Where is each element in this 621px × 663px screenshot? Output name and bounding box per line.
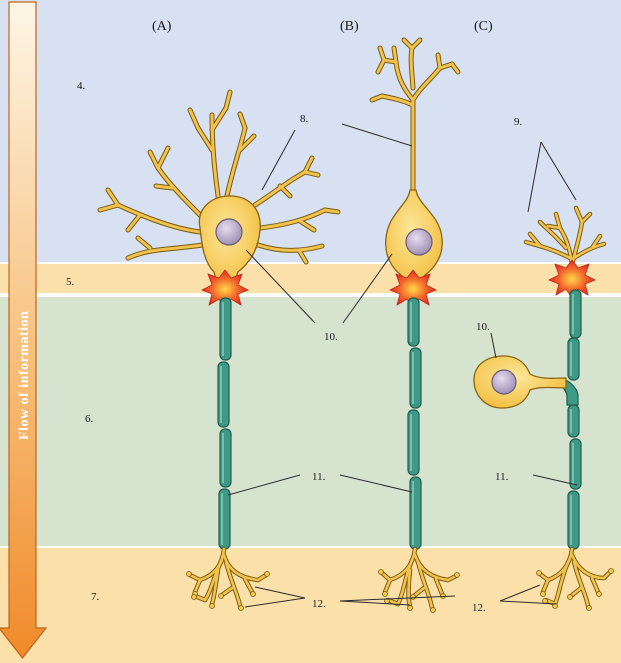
output-zone <box>0 548 621 663</box>
neuron-c <box>473 205 614 611</box>
label-11-c: 11. <box>495 471 509 483</box>
conduction-zone <box>0 297 621 546</box>
label-9: 9. <box>514 116 523 128</box>
neuron-b <box>369 37 461 613</box>
neuron-a-axon <box>217 297 232 550</box>
leader-lines <box>227 123 578 608</box>
neuron-b-nucleus <box>405 228 433 256</box>
label-11-ab: 11. <box>312 471 326 483</box>
neuron-b-axon-terminals <box>378 546 460 613</box>
neuron-c-nucleus <box>491 369 517 395</box>
label-5: 5. <box>66 276 75 288</box>
column-c-header: (C) <box>474 19 493 34</box>
column-a-header: (A) <box>152 19 172 34</box>
flow-arrow: Flow of information <box>0 1 48 659</box>
neuron-b-axon <box>407 297 422 550</box>
neuron-a <box>97 89 341 611</box>
neuron-a-nucleus <box>215 218 243 246</box>
neuron-a-axon-terminals <box>186 546 270 611</box>
label-6: 6. <box>85 413 94 425</box>
label-10-c: 10. <box>476 321 490 333</box>
neuron-a-dendrites <box>97 89 341 265</box>
integration-zone <box>0 264 621 293</box>
input-zone <box>0 0 621 262</box>
flow-arrow-label: Flow of information <box>17 311 32 440</box>
label-12-ab: 12. <box>312 598 326 610</box>
neuron-c-axon-terminals <box>536 546 614 611</box>
column-b-header: (B) <box>340 19 359 34</box>
label-8: 8. <box>300 113 309 125</box>
neuron-b-dendrites <box>369 37 461 198</box>
label-7: 7. <box>91 591 100 603</box>
label-10-ab: 10. <box>324 331 338 343</box>
neuron-c-cell-body <box>473 355 567 409</box>
label-12-c: 12. <box>472 602 486 614</box>
label-4: 4. <box>77 80 86 92</box>
